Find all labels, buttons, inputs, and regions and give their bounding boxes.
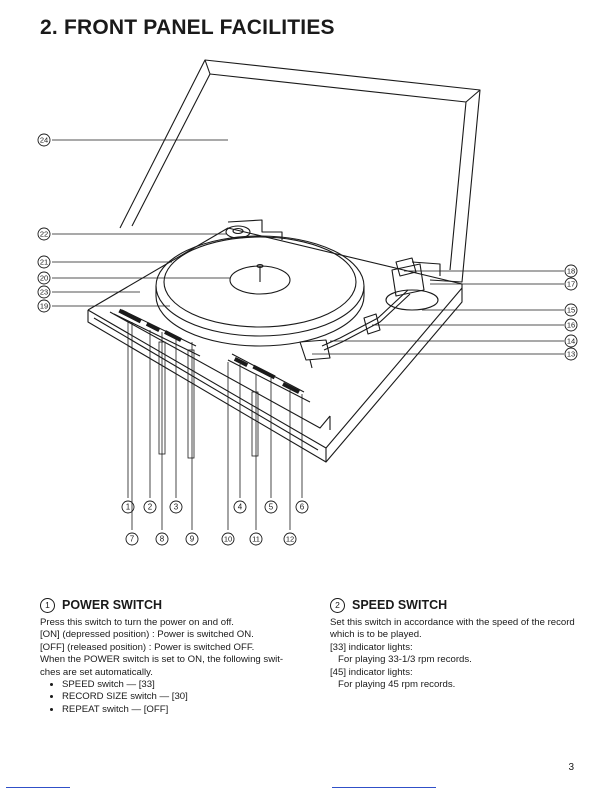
svg-text:11: 11 (252, 535, 260, 544)
svg-text:8: 8 (160, 535, 165, 544)
svg-text:7: 7 (130, 535, 135, 544)
platter (155, 235, 365, 347)
callout-23: 23 (37, 285, 51, 299)
panel-buttons (118, 308, 300, 394)
svg-text:17: 17 (567, 280, 575, 289)
callout-4: 4 (233, 500, 247, 514)
svg-text:13: 13 (567, 350, 575, 359)
svg-text:4: 4 (238, 503, 243, 512)
callout-17: 17 (564, 277, 578, 291)
svg-text:1: 1 (126, 503, 131, 512)
turntable-illustration: 24 22 21 20 23 19 18 17 15 16 14 13 1 2 … (37, 59, 578, 546)
body-line: Set this switch in accordance with the s… (330, 617, 575, 628)
callout-13: 13 (564, 347, 578, 361)
svg-text:19: 19 (40, 302, 48, 311)
callout-14: 14 (564, 334, 578, 348)
list-item: RECORD SIZE switch — [30] (62, 691, 302, 703)
section-title: POWER SWITCH (62, 598, 162, 613)
page-number: 3 (568, 762, 574, 773)
svg-text:16: 16 (567, 321, 575, 330)
power-switch-heading: 1 POWER SWITCH (40, 598, 302, 613)
svg-text:9: 9 (190, 535, 195, 544)
speed-switch-body: Set this switch in accordance with the s… (330, 617, 592, 691)
callout-5: 5 (264, 500, 278, 514)
body-line: which is to be played. (330, 629, 422, 641)
power-switch-section: 1 POWER SWITCH Press this switch to turn… (40, 598, 302, 716)
svg-text:23: 23 (40, 288, 48, 297)
body-line: [ON] (depressed position) : Power is swi… (40, 629, 254, 641)
callout-3: 3 (169, 500, 183, 514)
svg-text:6: 6 (300, 503, 305, 512)
svg-text:18: 18 (567, 267, 575, 276)
body-line: For playing 45 rpm records. (338, 679, 456, 691)
auto-settings-list: SPEED switch — [33] RECORD SIZE switch —… (40, 679, 302, 716)
ep-adaptor (225, 225, 251, 239)
body-line: For playing 33-1/3 rpm records. (338, 654, 472, 666)
speed-switch-section: 2 SPEED SWITCH Set this switch in accord… (330, 598, 592, 691)
svg-text:24: 24 (40, 136, 48, 145)
callout-8: 8 (155, 532, 169, 546)
body-line: When the POWER switch is set to ON, the … (40, 654, 284, 666)
page-title: 2. FRONT PANEL FACILITIES (40, 16, 335, 39)
callout-20: 20 (37, 271, 51, 285)
power-switch-body: Press this switch to turn the power on a… (40, 617, 302, 716)
dust-cover (119, 59, 481, 283)
section-number: 2 (330, 598, 345, 613)
list-item: REPEAT switch — [OFF] (62, 704, 302, 716)
callout-1: 1 (121, 500, 135, 514)
callout-10: 10 (221, 532, 235, 546)
callout-24: 24 (37, 133, 51, 147)
control-panel (113, 309, 311, 403)
footer-link-rule (332, 787, 436, 788)
speed-switch-heading: 2 SPEED SWITCH (330, 598, 592, 613)
svg-text:20: 20 (40, 274, 48, 283)
turntable-plinth (87, 227, 463, 463)
svg-text:2: 2 (148, 503, 153, 512)
callout-7: 7 (125, 532, 139, 546)
callout-21: 21 (37, 255, 51, 269)
body-line: [45] indicator lights: (330, 666, 413, 678)
callout-19: 19 (37, 299, 51, 313)
callout-16: 16 (564, 318, 578, 332)
callout-11: 11 (249, 532, 263, 546)
svg-text:22: 22 (40, 230, 48, 239)
callout-15: 15 (564, 303, 578, 317)
svg-text:14: 14 (567, 337, 575, 346)
callout-9: 9 (185, 532, 199, 546)
body-line: [33] indicator lights: (330, 641, 413, 653)
svg-text:3: 3 (174, 503, 179, 512)
callout-6: 6 (295, 500, 309, 514)
section-title: SPEED SWITCH (352, 598, 448, 613)
svg-text:15: 15 (567, 306, 575, 315)
body-line: Press this switch to turn the power on a… (40, 617, 234, 628)
svg-text:5: 5 (269, 503, 274, 512)
body-line: [OFF] (released position) : Power is swi… (40, 641, 255, 653)
callout-2: 2 (143, 500, 157, 514)
svg-text:21: 21 (40, 258, 48, 267)
svg-text:10: 10 (224, 535, 232, 544)
callout-12: 12 (283, 532, 297, 546)
section-number: 1 (40, 598, 55, 613)
footer-link-rule (6, 787, 70, 788)
callout-22: 22 (37, 227, 51, 241)
list-item: SPEED switch — [33] (62, 679, 302, 691)
tonearm-assembly (299, 257, 439, 369)
callout-18: 18 (564, 264, 578, 278)
svg-text:12: 12 (286, 535, 294, 544)
body-line: ches are set automatically. (40, 666, 153, 678)
